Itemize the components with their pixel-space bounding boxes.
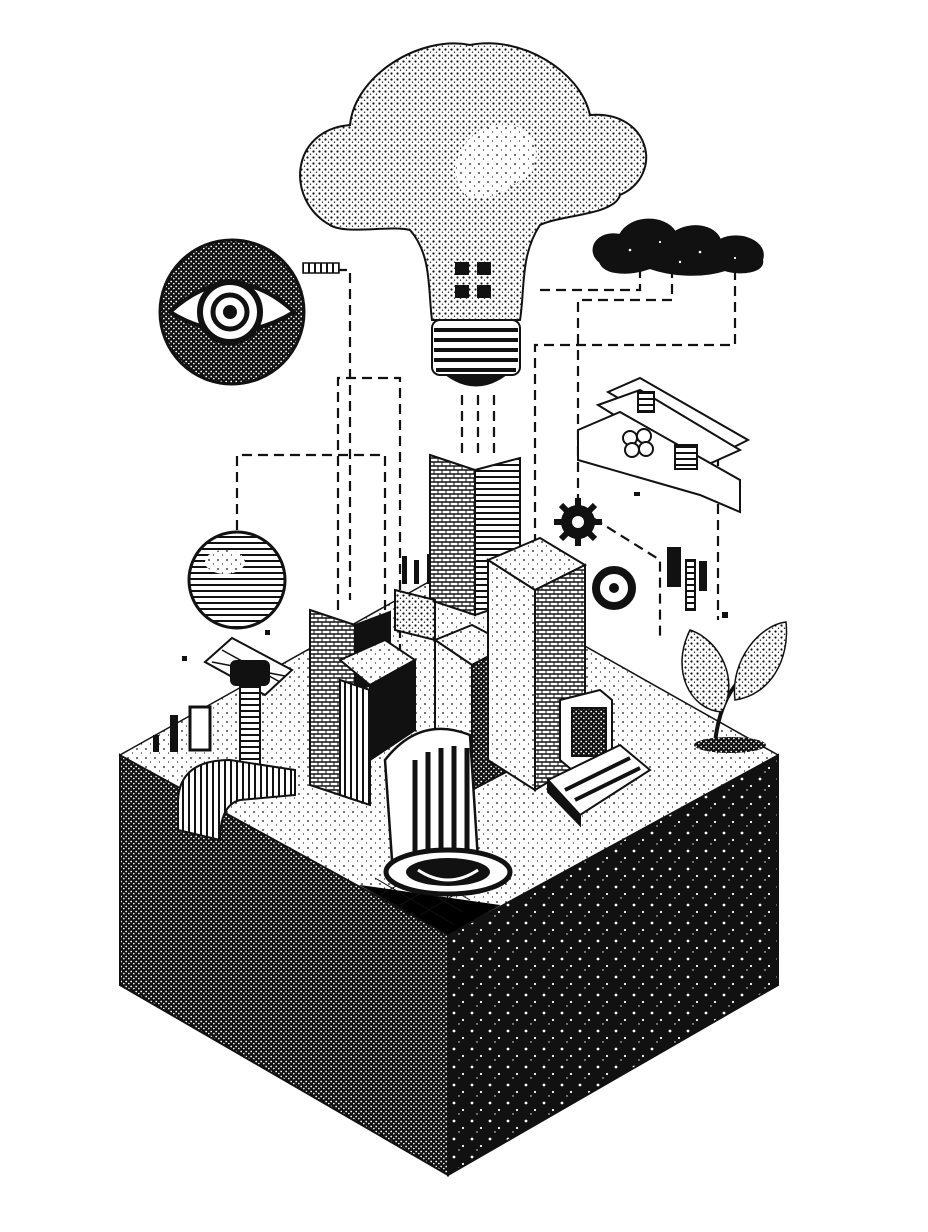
bulb-window-squares bbox=[455, 262, 491, 298]
curved-ramp bbox=[177, 758, 296, 842]
floating-panels bbox=[577, 376, 751, 611]
storm-cloud-icon bbox=[592, 218, 764, 276]
floating-specks bbox=[182, 492, 728, 661]
flower-icon bbox=[622, 428, 654, 458]
sphere-icon bbox=[187, 530, 287, 630]
dashed-connectors bbox=[235, 260, 737, 650]
ring-icon bbox=[592, 566, 636, 610]
lightbulb-cloud-icon bbox=[299, 42, 647, 387]
gear-icon bbox=[554, 498, 602, 546]
eye-icon bbox=[158, 238, 340, 386]
stepped-console bbox=[546, 688, 652, 828]
waterfall bbox=[383, 727, 513, 897]
bulb-screw-base bbox=[431, 319, 521, 387]
leaf-plant-icon bbox=[681, 621, 788, 753]
city-blocks bbox=[309, 453, 588, 807]
